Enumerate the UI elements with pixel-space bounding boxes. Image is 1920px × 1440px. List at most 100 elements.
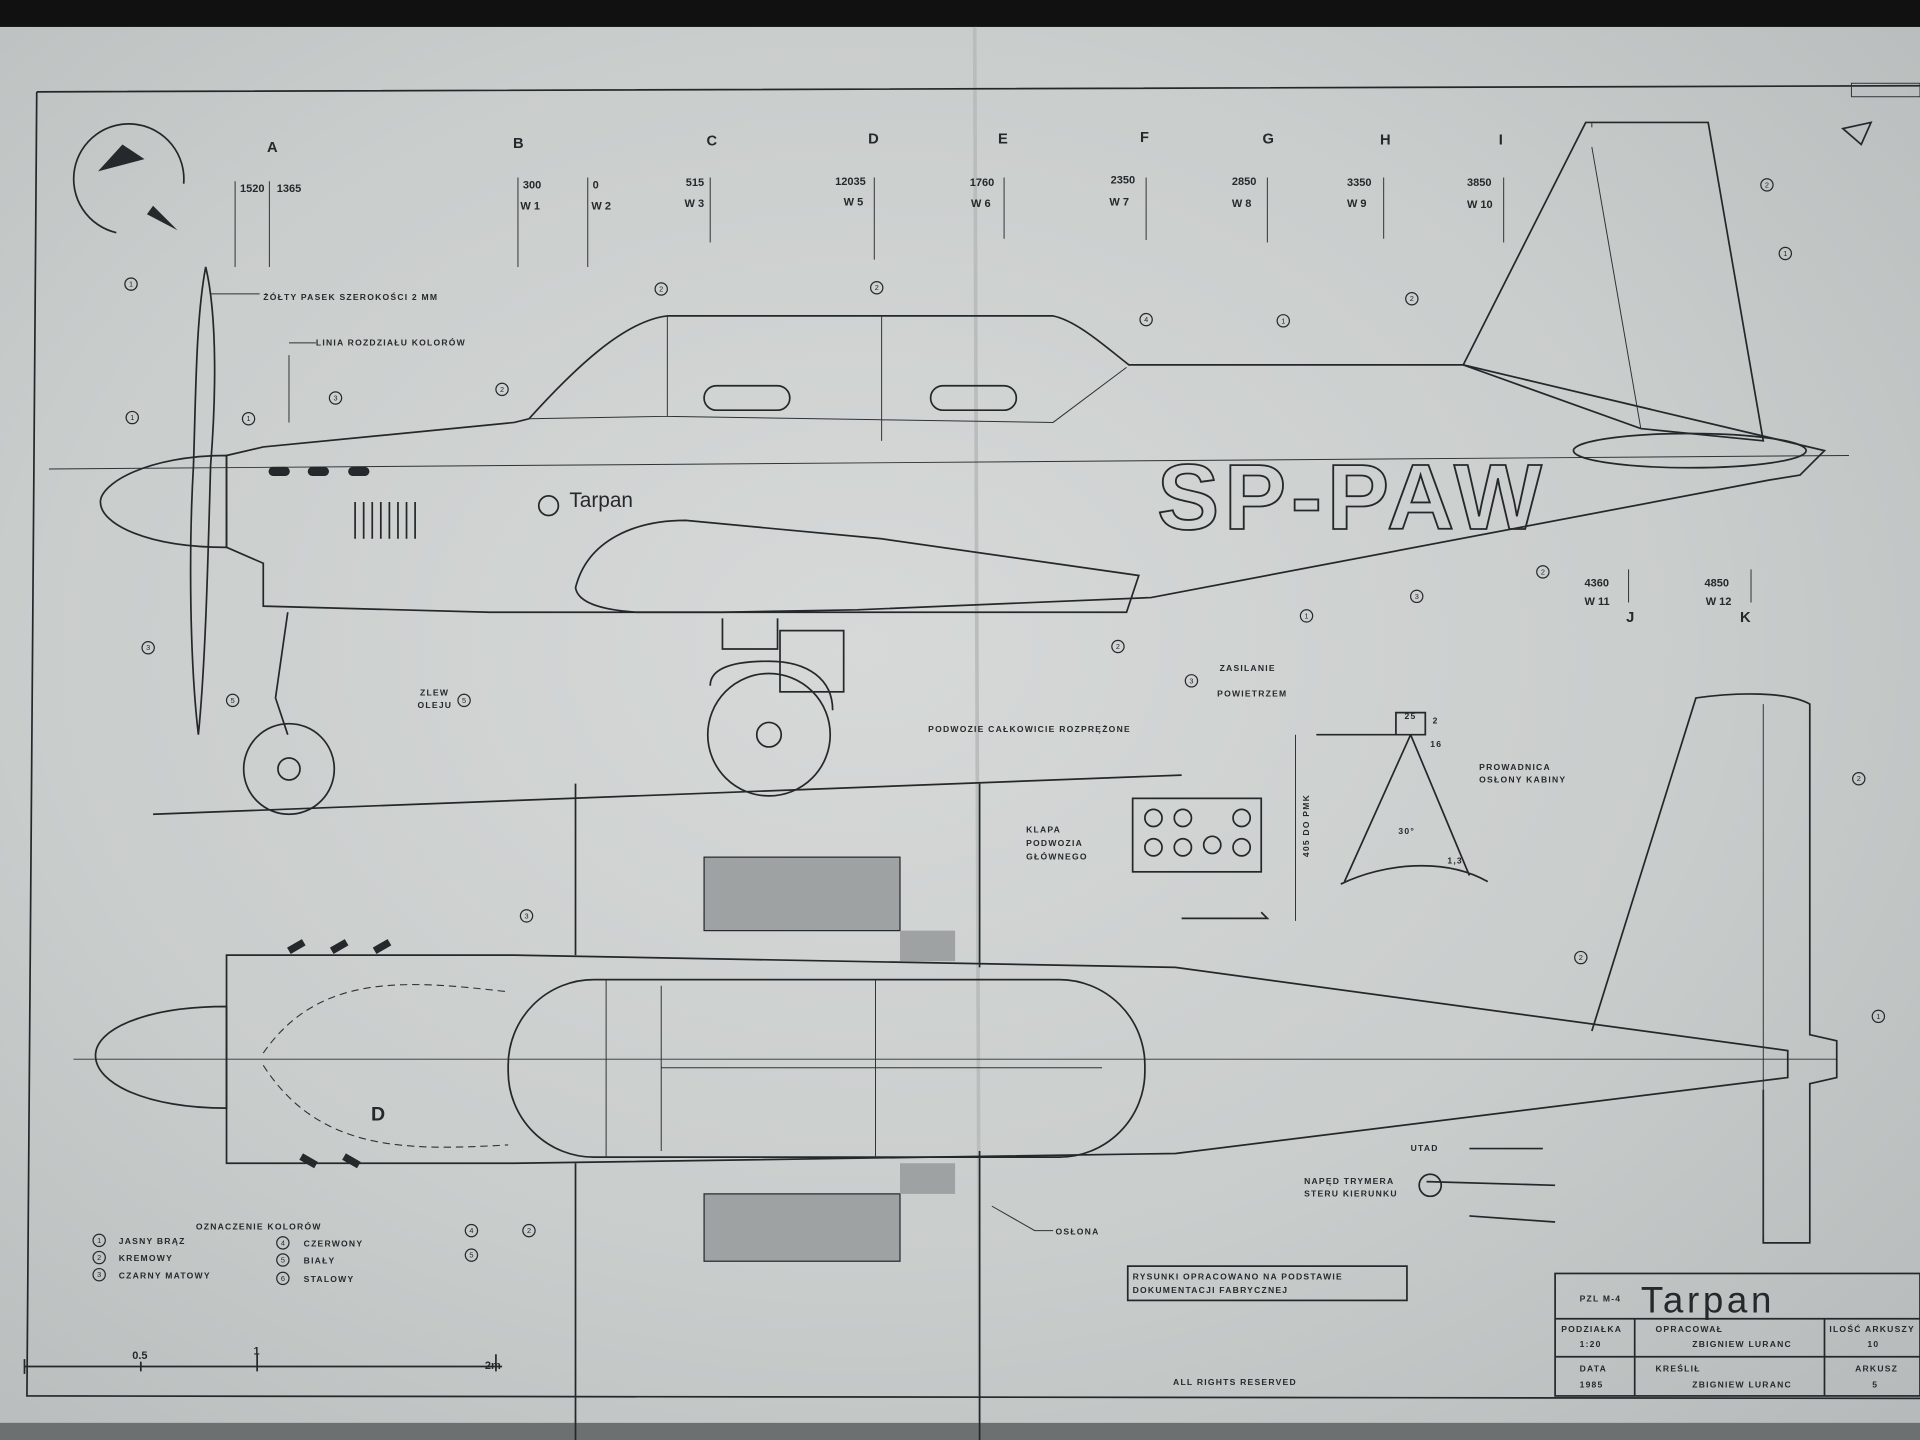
rail-h1-dim: 2 bbox=[1433, 716, 1439, 726]
callout: 3 bbox=[146, 643, 150, 652]
station-value: 4850 bbox=[1704, 578, 1729, 590]
wing-fillet-lower bbox=[900, 1163, 956, 1194]
side-view: SP-PAW Tarpan bbox=[48, 121, 1849, 816]
station-E: E bbox=[998, 131, 1008, 147]
callout: 2 bbox=[1579, 953, 1583, 962]
gear-door-detail bbox=[1131, 797, 1270, 920]
rail-h2-dim: 16 bbox=[1430, 739, 1442, 749]
frame-label: W 6 bbox=[971, 198, 991, 210]
prepared-label: OPRACOWAŁ bbox=[1656, 1324, 1724, 1334]
legend-label: JASNY BRĄZ bbox=[119, 1236, 186, 1246]
station-dimensions: 1520 1365 300 0 515 12035 1760 2350 2850… bbox=[234, 175, 1752, 608]
callout: 3 bbox=[524, 911, 528, 920]
bottom-edge bbox=[0, 1422, 1920, 1440]
station-B: B bbox=[513, 136, 524, 152]
main-gear bbox=[706, 618, 845, 797]
wing-root-side bbox=[574, 519, 1140, 614]
date-label: DATA bbox=[1580, 1363, 1607, 1373]
callout: 2 bbox=[1857, 774, 1861, 783]
callout: 4 bbox=[469, 1226, 473, 1235]
callout: 5 bbox=[231, 696, 235, 705]
legend-label: CZARNY MATOWY bbox=[119, 1270, 211, 1280]
station-G: G bbox=[1262, 131, 1273, 147]
source-note-line: DOKUMENTACJI FABRYCZNEJ bbox=[1133, 1285, 1289, 1295]
note-cover: OSŁONA bbox=[1056, 1226, 1100, 1236]
rail-height-dim: 405 DO PMK bbox=[1301, 794, 1311, 857]
legend-num: 1 bbox=[97, 1236, 101, 1245]
rail-width-dim: 25 bbox=[1404, 711, 1416, 721]
note-air-supply: ZASILANIE bbox=[1220, 663, 1276, 673]
frame-label: W 11 bbox=[1584, 596, 1609, 608]
note-gear-extended: PODWOZIE CAŁKOWICIE ROZPRĘŻONE bbox=[928, 724, 1131, 734]
legend-num: 4 bbox=[281, 1238, 285, 1247]
callout: 2 bbox=[500, 385, 504, 394]
panel-mark: D bbox=[371, 1103, 385, 1125]
canopy-frames bbox=[528, 315, 1127, 441]
callout-balloons: 1 1 3 2 3 2 2 4 1 2 1 2 1 3 2 3 1 5 5 2 … bbox=[124, 178, 1886, 1262]
frame-label: W 8 bbox=[1232, 198, 1252, 210]
note-canopy-rail: OSŁONY KABINY bbox=[1479, 774, 1566, 784]
callout: 2 bbox=[1541, 567, 1545, 576]
legend-num: 5 bbox=[281, 1255, 285, 1264]
scale-label: PODZIAŁKA bbox=[1561, 1324, 1622, 1334]
callout: 1 bbox=[130, 413, 134, 422]
drawn-by: ZBIGNIEW LURANC bbox=[1692, 1379, 1792, 1389]
note-color-line: LINIA ROZDZIAŁU KOLORÓW bbox=[316, 336, 466, 347]
frame-label: W 9 bbox=[1347, 198, 1367, 210]
station-A: A bbox=[267, 140, 278, 156]
station-H: H bbox=[1380, 132, 1391, 148]
legend-num: 2 bbox=[97, 1253, 101, 1262]
wing-fillet-upper bbox=[900, 930, 956, 962]
note-yellow-stripe: ŻÓŁTY PASEK SZEROKOŚCI 2 MM bbox=[263, 291, 438, 302]
note-oil-drain: OLEJU bbox=[418, 700, 453, 710]
scale-tick: 0.5 bbox=[132, 1350, 147, 1362]
note-trim-drive: STERU KIERUNKU bbox=[1304, 1188, 1398, 1198]
top-dark-edge bbox=[0, 0, 1920, 27]
callout: 1 bbox=[1783, 249, 1787, 258]
station-F: F bbox=[1140, 130, 1149, 146]
cowl-vents bbox=[268, 466, 416, 539]
frame-label: W 5 bbox=[844, 197, 864, 209]
station-C: C bbox=[707, 134, 718, 150]
seat-headrests bbox=[703, 384, 1018, 412]
source-note-line: RYSUNKI OPRACOWANO NA PODSTAWIE bbox=[1133, 1272, 1343, 1282]
frame-label: W 3 bbox=[684, 198, 704, 210]
sheets-label: ILOŚĆ ARKUSZY bbox=[1829, 1323, 1915, 1334]
callout: 1 bbox=[247, 414, 251, 423]
cowl-panel-lines bbox=[262, 984, 509, 1148]
note-air-supply: POWIETRZEM bbox=[1217, 689, 1287, 699]
callout: 3 bbox=[1415, 592, 1419, 601]
legend-num: 6 bbox=[281, 1274, 285, 1283]
sheets-count: 10 bbox=[1867, 1339, 1879, 1349]
station-value: 4360 bbox=[1584, 578, 1609, 590]
drawn-label: KREŚLIŁ bbox=[1656, 1362, 1701, 1373]
callout: 3 bbox=[1189, 676, 1193, 685]
horizontal-tail-top bbox=[1591, 693, 1838, 1244]
callout: 1 bbox=[1281, 316, 1285, 325]
station-value: 2850 bbox=[1232, 176, 1257, 188]
registration-mark: SP-PAW bbox=[1157, 445, 1547, 549]
sheet-code-box bbox=[1850, 82, 1920, 98]
note-trim-label: UTAD bbox=[1411, 1143, 1439, 1153]
canopy-structure bbox=[605, 979, 1103, 1158]
callout: 2 bbox=[1765, 180, 1769, 189]
fuselage-name: Tarpan bbox=[569, 489, 633, 512]
frame-label: W 2 bbox=[591, 200, 611, 212]
station-value: 1365 bbox=[277, 183, 302, 195]
rudder-hinge bbox=[1591, 122, 1642, 429]
rail-angle-dim: 30° bbox=[1398, 826, 1415, 836]
station-K: K bbox=[1740, 610, 1751, 626]
wing-walk-upper bbox=[703, 856, 901, 932]
callout: 2 bbox=[527, 1226, 531, 1235]
publisher-logo bbox=[72, 123, 185, 291]
ground-line bbox=[153, 774, 1182, 816]
rights-notice: ALL RIGHTS RESERVED bbox=[1173, 1377, 1297, 1387]
drawing-frame bbox=[26, 84, 1920, 1400]
callout: 2 bbox=[1410, 294, 1414, 303]
drawing-title: Tarpan bbox=[1641, 1280, 1775, 1321]
callout: 5 bbox=[462, 696, 466, 705]
station-value: 3850 bbox=[1467, 177, 1492, 189]
station-J: J bbox=[1626, 610, 1634, 626]
note-gear-door: KLAPA bbox=[1026, 825, 1061, 835]
